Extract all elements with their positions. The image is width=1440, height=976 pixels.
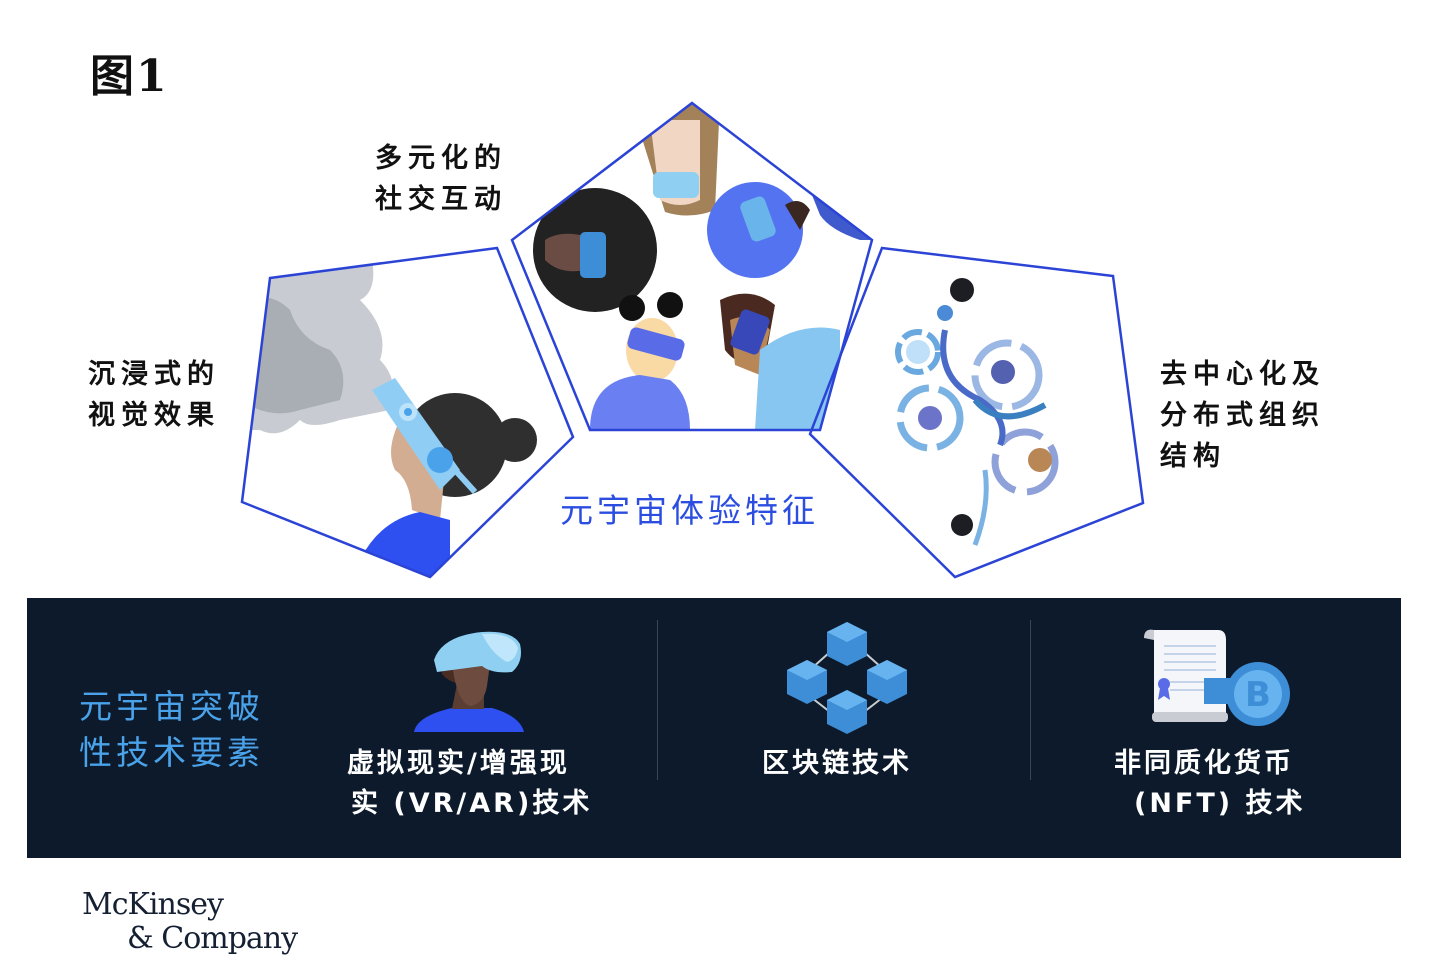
mckinsey-logo: McKinsey & Company — [82, 887, 298, 956]
feature-label-line: 分布式组织 — [1160, 400, 1325, 431]
immersive-visuals-illustration — [242, 250, 537, 577]
social-interaction-illustration — [533, 103, 872, 430]
figure-title: 图1 — [90, 51, 169, 102]
tech-label-line: 区块链技术 — [762, 748, 912, 779]
feature-label-line: 多元化的 — [375, 143, 507, 174]
blockchain-cubes-icon — [787, 622, 907, 734]
tech-label-line: 实 (VR/AR)技术 — [351, 788, 593, 819]
experience-title: 元宇宙体验特征 — [560, 491, 819, 530]
feature-label-line: 结构 — [1160, 441, 1226, 472]
technology-band: 元宇宙突破 性技术要素 虚拟现实/增强现 实 (VR/AR)技术 区块链技术 — [27, 598, 1401, 858]
technology-heading-line: 元宇宙突破 — [79, 687, 264, 726]
feature-label-social: 多元化的 社交互动 — [375, 138, 507, 220]
certificate-bitcoin-icon: B — [1144, 629, 1290, 726]
band-divider — [657, 620, 658, 780]
feature-label-decentralized: 去中心化及 分布式组织 结构 — [1160, 354, 1325, 477]
logo-line-2: & Company — [127, 921, 298, 956]
tech-label-vr-ar: 虚拟现实/增强现 实 (VR/AR)技术 — [347, 744, 592, 824]
feature-label-line: 社交互动 — [375, 184, 507, 215]
tech-label-line: 虚拟现实/增强现 — [347, 748, 570, 779]
technology-heading-line: 性技术要素 — [79, 733, 264, 772]
tech-label-line: (NFT) 技术 — [1134, 788, 1306, 819]
feature-label-line: 去中心化及 — [1160, 359, 1325, 390]
band-divider — [1030, 620, 1031, 780]
logo-line-1: McKinsey — [82, 887, 224, 922]
feature-label-line: 视觉效果 — [88, 400, 220, 431]
svg-text:B: B — [1245, 675, 1271, 715]
technology-heading: 元宇宙突破 性技术要素 — [79, 684, 264, 776]
tech-label-nft: 非同质化货币 (NFT) 技术 — [1114, 744, 1306, 824]
decentralized-organization-illustration — [895, 278, 1059, 546]
feature-label-line: 沉浸式的 — [88, 359, 220, 390]
tech-label-line: 非同质化货币 — [1114, 748, 1294, 779]
feature-label-immersive: 沉浸式的 视觉效果 — [88, 354, 220, 436]
tech-label-blockchain: 区块链技术 — [762, 744, 912, 784]
vr-headset-person-icon — [414, 631, 524, 732]
feature-pentagons — [240, 101, 1145, 579]
